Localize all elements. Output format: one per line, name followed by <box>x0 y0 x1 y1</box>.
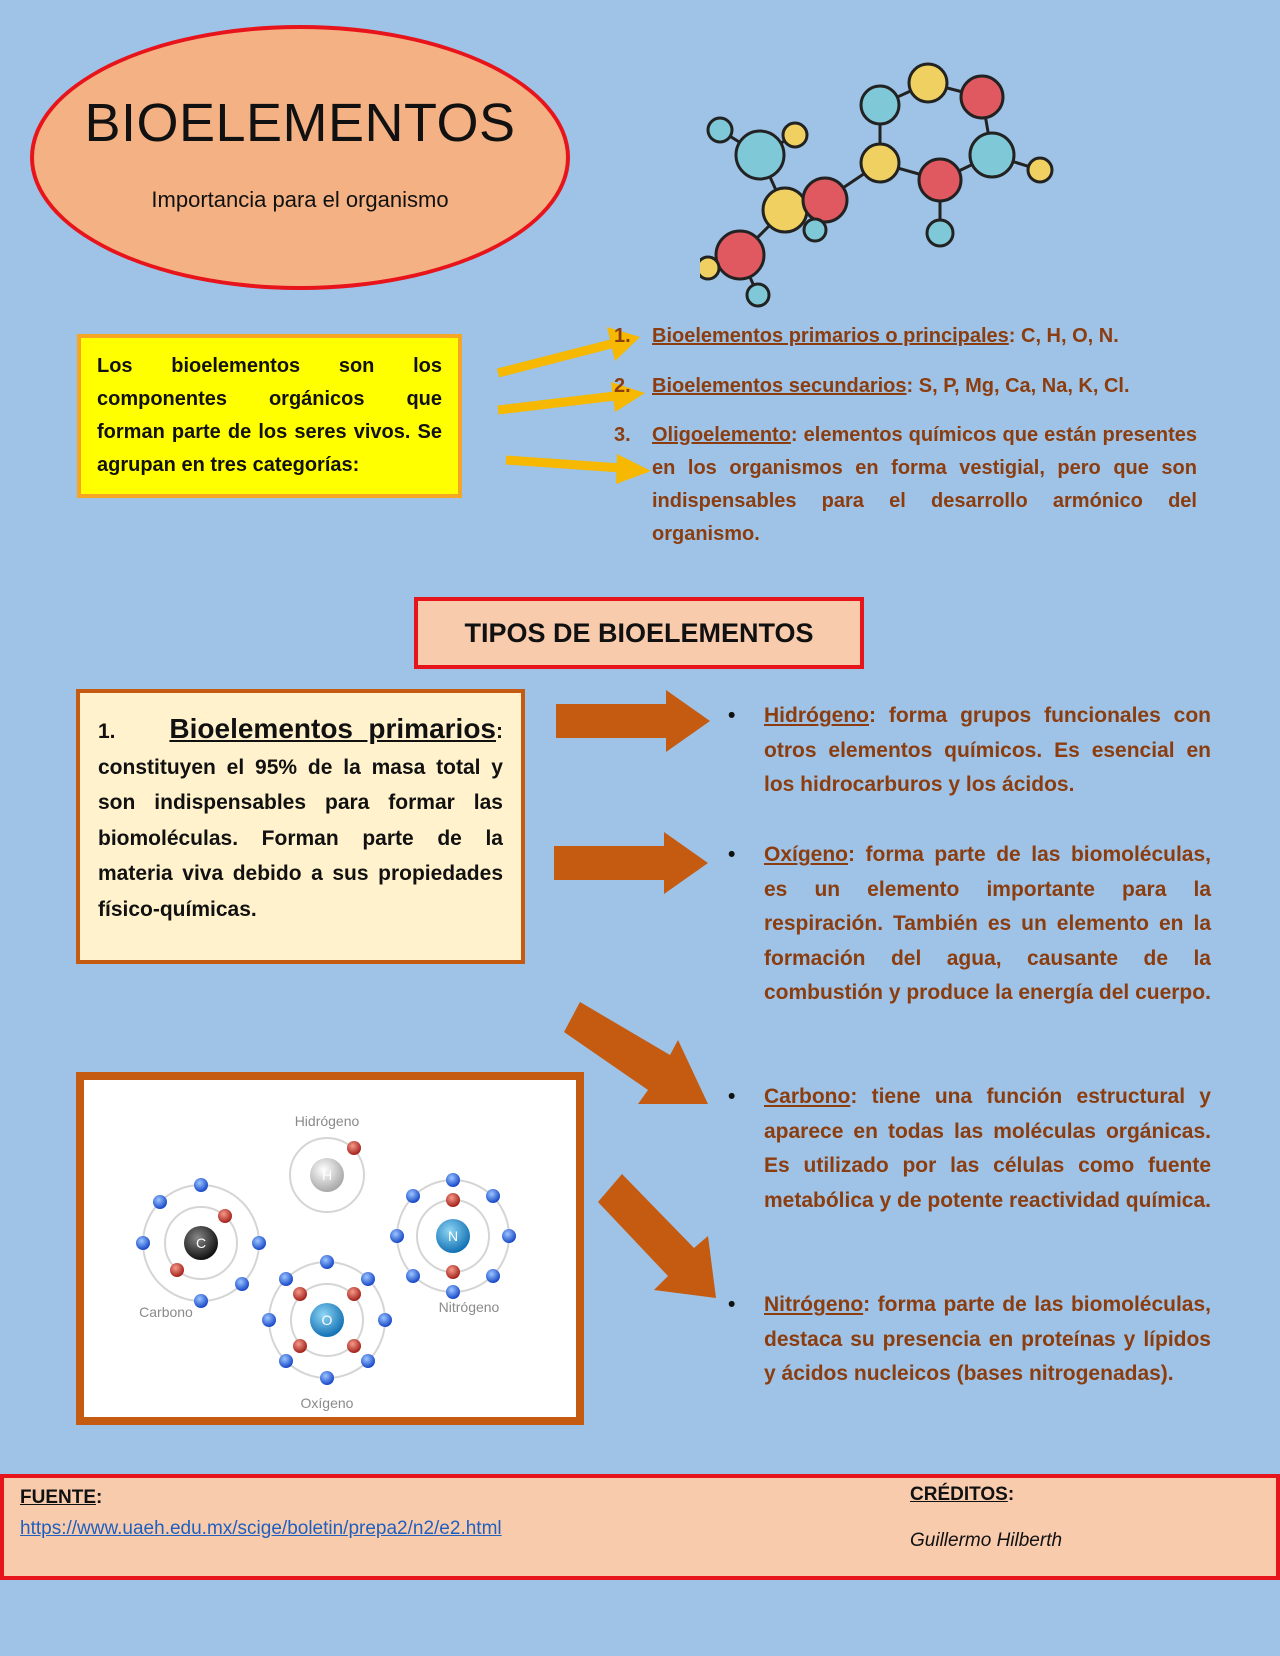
bullet-item: • Oxígeno: forma parte de las biomolécula… <box>728 838 1211 1011</box>
bullet-text: : forma grupos funcionales con otros ele… <box>764 704 1211 796</box>
category-item: 1. Bioelementos primarios o principales: … <box>614 320 1197 353</box>
nitrogen-symbol: N <box>448 1228 458 1244</box>
category-number: 2. <box>614 375 631 397</box>
category-item: 2. Bioelementos secundarios: S, P, Mg, Ca… <box>614 370 1197 403</box>
nitrogen-atom <box>436 1219 470 1253</box>
hydrogen-atom <box>310 1158 344 1192</box>
bullet-item: • Hidrógeno: forma grupos funcionales con… <box>728 699 1211 803</box>
oxygen-label: Oxígeno <box>301 1395 354 1411</box>
bullet-dot-icon: • <box>728 843 736 866</box>
source-link[interactable]: https://www.uaeh.edu.mx/scige/boletin/pr… <box>20 1518 502 1539</box>
carbon-symbol: C <box>196 1235 206 1251</box>
oxygen-atom <box>310 1303 344 1337</box>
bullet-text: : forma parte de las biomoléculas, es un… <box>764 843 1211 1004</box>
category-text: : C, H, O, N. <box>1008 325 1119 347</box>
bullet-term: Oxígeno <box>764 843 849 866</box>
oxygen-symbol: O <box>322 1312 333 1328</box>
fuente-label: FUENTE: <box>20 1487 102 1509</box>
atoms-image: H C N O Hidrógeno Carbono Nitrógeno <box>76 1072 584 1425</box>
bullet-dot-icon: • <box>728 704 736 727</box>
arrow-down-right-icon <box>598 1174 716 1298</box>
primary-term: Bioelementos primarios <box>169 713 497 744</box>
molecule-illustration <box>700 62 1054 308</box>
section-title: TIPOS DE BIOELEMENTOS <box>414 597 864 669</box>
primary-box: 1. Bioelementos primarios: constituyen e… <box>76 689 525 964</box>
arrow-right-icon <box>505 454 651 484</box>
category-term: Bioelementos primarios o principales <box>652 325 1009 347</box>
author-name: Guillermo Hilberth <box>910 1530 1063 1551</box>
category-number: 3. <box>614 424 631 446</box>
intro-box: Los bioelementos son los componentes org… <box>77 334 462 498</box>
category-term: Bioelementos secundarios <box>652 375 907 397</box>
fuente-colon: : <box>96 1487 103 1508</box>
arrow-right-icon <box>497 382 645 415</box>
page-title: BIOELEMENTOS <box>84 93 516 153</box>
bullet-term: Carbono <box>764 1085 851 1108</box>
primary-number: 1. <box>98 720 116 743</box>
page-subtitle: Importancia para el organismo <box>151 187 449 212</box>
nitrogen-label: Nitrógeno <box>439 1299 500 1315</box>
bullet-text: : forma parte de las biomoléculas, desta… <box>764 1293 1211 1385</box>
arrow-right-icon <box>554 832 708 894</box>
category-term: Oligoelemento <box>652 424 791 446</box>
hydrogen-label: Hidrógeno <box>295 1113 360 1129</box>
category-text: : S, P, Mg, Ca, Na, K, Cl. <box>906 375 1130 397</box>
category-number: 1. <box>614 325 631 347</box>
title-ellipse <box>30 25 570 290</box>
footer <box>0 1474 1280 1580</box>
bullet-item: • Carbono: tiene una función estructural … <box>728 1080 1211 1218</box>
arrow-right-icon <box>556 690 710 752</box>
fuente-label-text: FUENTE <box>20 1487 96 1508</box>
primary-colon: : <box>496 720 504 743</box>
bullet-term: Hidrógeno <box>764 704 869 727</box>
arrow-right-icon <box>496 327 640 378</box>
arrow-down-right-icon <box>564 1002 708 1104</box>
category-text: : elementos químicos que están presentes… <box>652 424 1197 545</box>
creditos-label-text: CRÉDITOS <box>910 1484 1008 1505</box>
creditos-label: CRÉDITOS: <box>910 1484 1014 1506</box>
category-item: 3. Oligoelemento: elementos químicos que … <box>614 419 1197 551</box>
bullet-text: : tiene una función estructural y aparec… <box>764 1085 1211 1212</box>
atoms-diagram: H C N O Hidrógeno Carbono Nitrógeno <box>136 1113 516 1411</box>
carbon-label: Carbono <box>139 1304 193 1320</box>
bullet-item: • Nitrógeno: forma parte de las biomolécu… <box>728 1288 1211 1392</box>
carbon-atom <box>184 1226 218 1260</box>
primary-text: constituyen el 95% de la masa total y so… <box>98 755 503 921</box>
hydrogen-symbol: H <box>322 1167 332 1183</box>
creditos-colon: : <box>1007 1484 1015 1505</box>
bullet-term: Nitrógeno <box>764 1293 864 1316</box>
bullet-dot-icon: • <box>728 1085 736 1108</box>
bullet-dot-icon: • <box>728 1293 736 1316</box>
